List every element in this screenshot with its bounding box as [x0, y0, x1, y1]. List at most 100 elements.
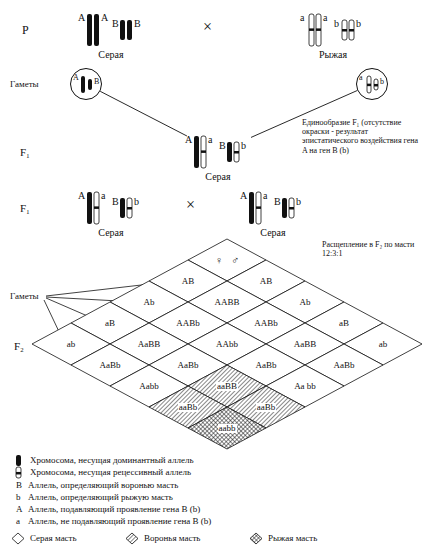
allele-letter: B	[134, 19, 141, 29]
genotype-text: AaBb	[100, 361, 121, 370]
allele-letter: b	[241, 141, 246, 151]
allele-description: Аллель, определяющий воронью масть	[28, 480, 178, 490]
recessive-chromosome	[16, 467, 21, 478]
gamete-text: Ab	[144, 298, 155, 307]
allele-symbol: A	[16, 504, 23, 514]
dominant-chromosome	[194, 136, 199, 168]
allele-description: Аллель, определяющий рыжую масть	[28, 492, 173, 502]
legend-row: Хромосома, несущая доминантный аллель	[12, 455, 193, 466]
recessive-chromosome	[309, 14, 314, 46]
recessive-chromosome	[342, 20, 347, 40]
gamete-circle: ab	[356, 68, 388, 100]
allele-letter: a	[300, 13, 304, 23]
sex-symbol: ♀	[215, 255, 223, 266]
dominant-chromosome	[16, 455, 21, 466]
chromosome-band	[342, 29, 347, 32]
generation-label: F₁	[20, 202, 30, 215]
allele-letter: B	[94, 78, 99, 86]
genotype-text: AAbb	[216, 340, 238, 349]
recessive-chromosome	[289, 198, 294, 218]
genotype-cell: aabb	[188, 407, 266, 449]
chromosome-band	[16, 472, 21, 475]
allele-description: Аллель, подавляющий проявление гена B (b…	[28, 504, 200, 514]
legend-sample	[126, 533, 140, 544]
generation-label: F₁	[20, 146, 30, 159]
allele-symbol: B	[16, 480, 22, 490]
gamete-text: AB	[260, 277, 273, 286]
row-label: Гаметы	[10, 79, 39, 89]
recessive-chromosome	[234, 142, 239, 162]
allele-symbol: b	[16, 492, 21, 502]
chromosome-band	[349, 29, 354, 32]
allele-letter: a	[208, 135, 212, 145]
genotype-text: aaBB	[216, 382, 238, 391]
dominant-chromosome	[94, 14, 99, 46]
dominant-chromosome	[120, 198, 125, 218]
hybrid-chromosomes: AaBbСерая	[240, 192, 306, 224]
legend-text: Хромосома, несущая рецессивный аллель	[30, 468, 191, 477]
allele-letter: A	[73, 74, 79, 82]
legend-sample	[12, 455, 26, 466]
recessive-chromosome	[367, 76, 371, 93]
legend-text: Воронья масть	[144, 534, 200, 543]
gamete-text: Ab	[300, 298, 311, 307]
hybrid-chromosomes: AaBbСерая	[185, 136, 251, 168]
legend-sample	[12, 533, 26, 544]
genotype-text: Aabb	[139, 382, 159, 391]
dominant-chromosome	[87, 192, 92, 224]
dominant-chromosome	[227, 142, 232, 162]
sex-symbol: ♂	[231, 255, 239, 266]
hatched-diamond-cell	[188, 407, 266, 449]
legend-row: Воронья масть	[126, 533, 200, 544]
allele-letter: B	[112, 19, 119, 29]
note-text: Расщепление в F₂ по масти 12:3:1	[322, 240, 420, 258]
cross-sign: ×	[186, 196, 195, 214]
phenotype-name: Серая	[58, 50, 164, 60]
hybrid-chromosomes: AaBbСерая	[78, 192, 144, 224]
chromosome-band	[374, 84, 378, 87]
cross-sign: ×	[203, 18, 212, 36]
legend-text: Хромосома, несущая доминантный аллель	[30, 456, 193, 465]
allele-letter: b	[380, 78, 384, 86]
allele-letter: a	[263, 191, 267, 201]
allele-letter: b	[356, 19, 361, 29]
genotype-text: aaBb	[256, 403, 277, 412]
recessive-chromosome	[201, 136, 206, 168]
dominant-chromosome	[88, 79, 92, 90]
generation-label: F₂	[14, 340, 24, 353]
parent-chromosomes: aabbРыжая	[300, 14, 366, 46]
genotype-text: AaBb	[256, 361, 277, 370]
gamete-text: ab	[67, 340, 76, 349]
legend-text: Серая масть	[30, 534, 77, 543]
row-label: Гаметы	[10, 291, 39, 301]
dominant-chromosome	[282, 198, 287, 218]
allele-letter: a	[323, 13, 327, 23]
legend-diamond	[250, 533, 262, 544]
phenotype-name: Серая	[220, 228, 326, 238]
genotype-text: aabb	[218, 424, 237, 433]
chromosome-band	[127, 207, 132, 210]
legend-text: Рыжая масть	[268, 534, 317, 543]
genotype-text: Aa bb	[294, 382, 316, 391]
allele-description: Аллель, не подавляющий проявление гена B…	[28, 516, 211, 526]
allele-letter: a	[101, 191, 105, 201]
dominant-chromosome	[120, 20, 125, 40]
legend-diamond	[126, 533, 138, 544]
generation-label: P	[22, 24, 29, 38]
chromosome-band	[234, 151, 239, 154]
phenotype-name: Серая	[58, 228, 164, 238]
legend-diamond	[12, 533, 24, 544]
genotype-text: AABb	[254, 319, 278, 328]
legend-sample	[12, 467, 26, 478]
allele-letter: A	[185, 135, 192, 145]
legend-row: Серая масть	[12, 533, 77, 544]
genotype-text: AaBb	[334, 361, 355, 370]
legend-sample	[250, 533, 264, 544]
genotype-text: AaBB	[294, 340, 317, 349]
genotype-text: AABB	[214, 298, 239, 307]
genotype-text: aaBb	[178, 403, 199, 412]
allele-letter: B	[274, 197, 281, 207]
chromosome-band	[316, 28, 321, 31]
allele-letter: A	[240, 191, 247, 201]
